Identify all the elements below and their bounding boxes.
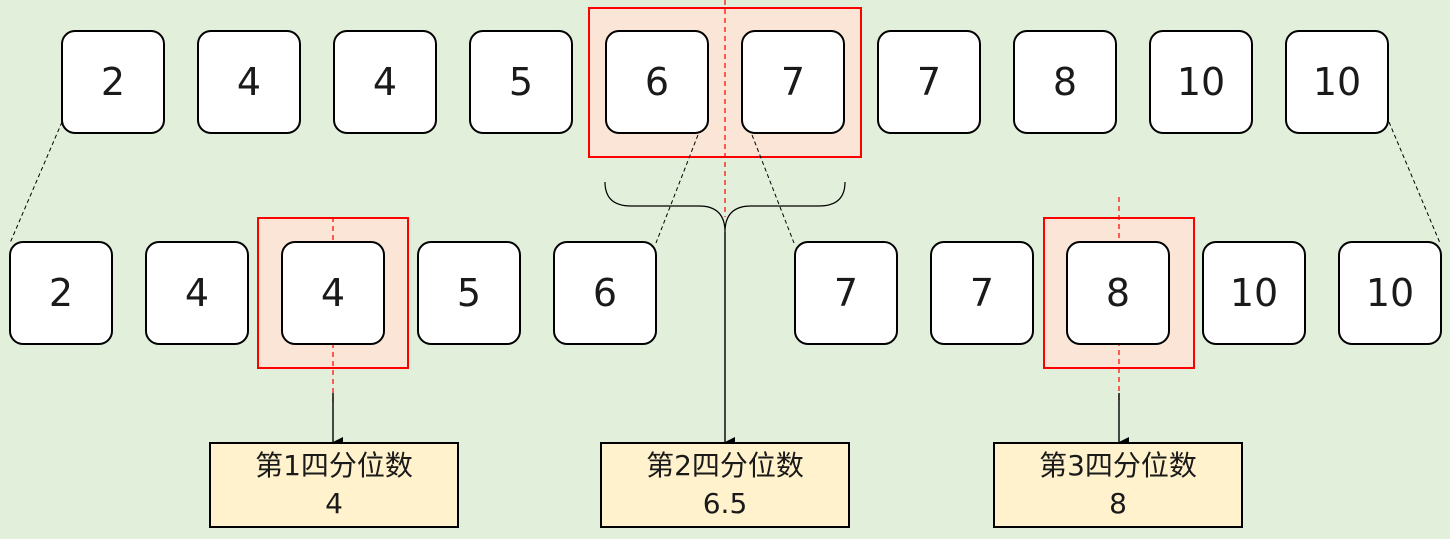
data-box: 5 (469, 30, 573, 134)
data-box: 6 (605, 30, 709, 134)
lower-half-box: 4 (281, 241, 385, 345)
data-box: 8 (1013, 30, 1117, 134)
upper-half-box: 10 (1202, 241, 1306, 345)
split-line-right-outer (1388, 121, 1441, 244)
split-line-left-inner (655, 121, 704, 244)
data-box: 4 (197, 30, 301, 134)
upper-half-box: 10 (1338, 241, 1442, 345)
data-box: 7 (741, 30, 845, 134)
data-box: 7 (877, 30, 981, 134)
q3-value: 8 (1109, 487, 1127, 520)
q1-label: 第1四分位数 (255, 449, 413, 482)
q3-result: 第3四分位数 8 (993, 442, 1243, 528)
data-box: 2 (61, 30, 165, 134)
split-line-left-outer (9, 121, 63, 244)
q3-label: 第3四分位数 (1039, 449, 1197, 482)
q1-result: 第1四分位数 4 (209, 442, 459, 528)
lower-half-box: 6 (553, 241, 657, 345)
q2-value: 6.5 (702, 487, 748, 520)
q1-value: 4 (325, 487, 343, 520)
data-box: 10 (1149, 30, 1253, 134)
lower-half-box: 2 (9, 241, 113, 345)
data-box: 10 (1285, 30, 1389, 134)
lower-half-box: 4 (145, 241, 249, 345)
data-box: 4 (333, 30, 437, 134)
upper-half-box: 7 (794, 241, 898, 345)
lower-half-box: 5 (417, 241, 521, 345)
q2-result: 第2四分位数 6.5 (600, 442, 850, 528)
upper-half-box: 8 (1066, 241, 1170, 345)
q2-label: 第2四分位数 (646, 449, 804, 482)
split-line-right-inner (746, 121, 795, 244)
upper-half-box: 7 (930, 241, 1034, 345)
